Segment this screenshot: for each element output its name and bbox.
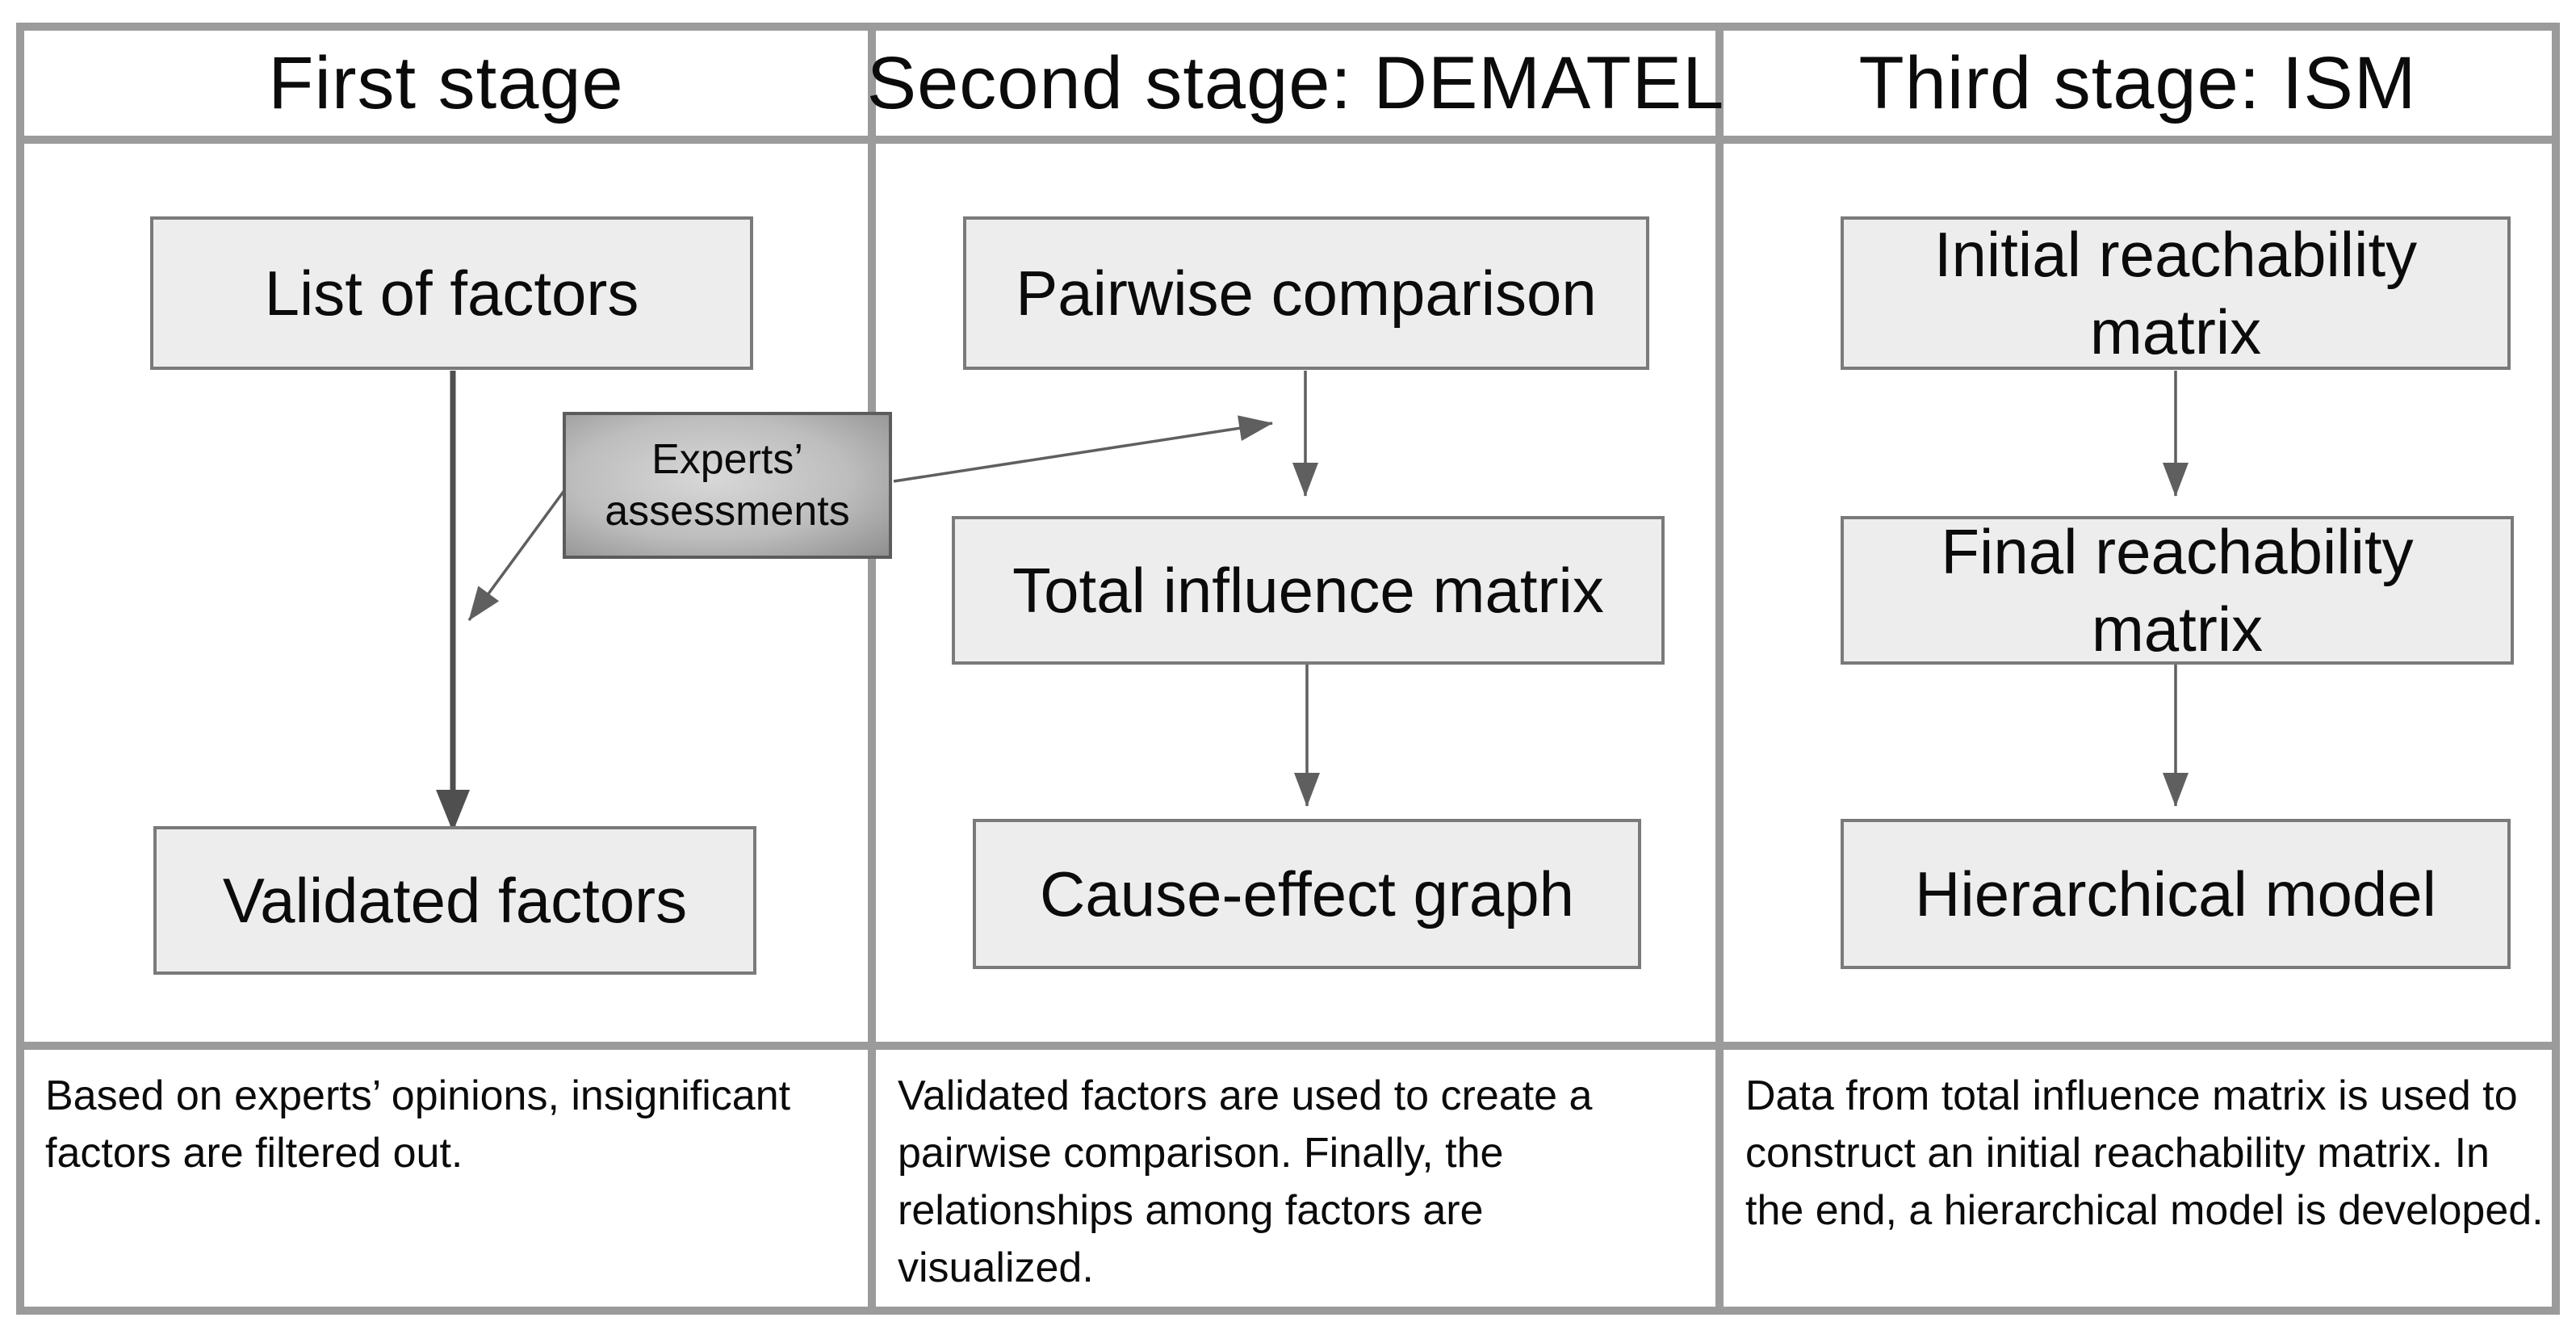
header-second-stage-label: Second stage: DEMATEL bbox=[866, 41, 1725, 124]
column-divider-1 bbox=[868, 23, 876, 1315]
outer-border-bottom bbox=[16, 1307, 2560, 1315]
box-initial-reachability-matrix: Initial reachability matrix bbox=[1841, 216, 2511, 370]
header-first-stage: First stage bbox=[24, 31, 868, 136]
header-second-stage: Second stage: DEMATEL bbox=[867, 31, 1724, 136]
description-first-stage-text: Based on experts’ opinions, insignifican… bbox=[45, 1072, 791, 1177]
header-third-stage: Third stage: ISM bbox=[1724, 31, 2552, 136]
description-row-divider bbox=[16, 1042, 2560, 1050]
description-third-stage: Data from total influence matrix is used… bbox=[1745, 1068, 2545, 1240]
box-cause-effect-graph-label: Cause-effect graph bbox=[1040, 858, 1574, 929]
box-cause-effect-graph: Cause-effect graph bbox=[973, 819, 1641, 969]
box-final-reachability-matrix: Final reachability matrix bbox=[1841, 516, 2514, 665]
arrow-experts-to-pairwise-flow bbox=[893, 415, 1273, 483]
header-row-divider bbox=[16, 136, 2560, 144]
box-final-reachability-matrix-label: Final reachability matrix bbox=[1941, 516, 2414, 665]
description-first-stage: Based on experts’ opinions, insignifican… bbox=[45, 1068, 840, 1182]
description-second-stage: Validated factors are used to create a p… bbox=[898, 1068, 1669, 1297]
box-hierarchical-model-label: Hierarchical model bbox=[1915, 858, 2436, 929]
description-third-stage-text: Data from total influence matrix is used… bbox=[1745, 1072, 2544, 1234]
column-divider-2 bbox=[1715, 23, 1724, 1315]
box-hierarchical-model: Hierarchical model bbox=[1841, 819, 2511, 969]
header-first-stage-label: First stage bbox=[268, 41, 624, 124]
box-total-influence-matrix: Total influence matrix bbox=[952, 516, 1665, 665]
outer-border-left bbox=[16, 23, 24, 1315]
outer-border-top bbox=[16, 23, 2560, 31]
box-experts-assessments-label: Experts’ assessments bbox=[605, 436, 850, 535]
box-list-of-factors: List of factors bbox=[150, 216, 753, 370]
box-total-influence-matrix-label: Total influence matrix bbox=[1012, 555, 1604, 626]
box-list-of-factors-label: List of factors bbox=[264, 258, 639, 329]
arrow-experts-to-validated bbox=[467, 488, 567, 622]
box-pairwise-comparison-label: Pairwise comparison bbox=[1016, 258, 1597, 329]
box-initial-reachability-matrix-label: Initial reachability matrix bbox=[1933, 219, 2418, 367]
outer-border-right bbox=[2552, 23, 2560, 1315]
description-second-stage-text: Validated factors are used to create a p… bbox=[898, 1072, 1593, 1291]
box-validated-factors: Validated factors bbox=[153, 826, 756, 975]
box-experts-assessments: Experts’ assessments bbox=[563, 412, 892, 559]
box-validated-factors-label: Validated factors bbox=[222, 865, 688, 936]
box-pairwise-comparison: Pairwise comparison bbox=[963, 216, 1649, 370]
header-third-stage-label: Third stage: ISM bbox=[1858, 41, 2417, 124]
